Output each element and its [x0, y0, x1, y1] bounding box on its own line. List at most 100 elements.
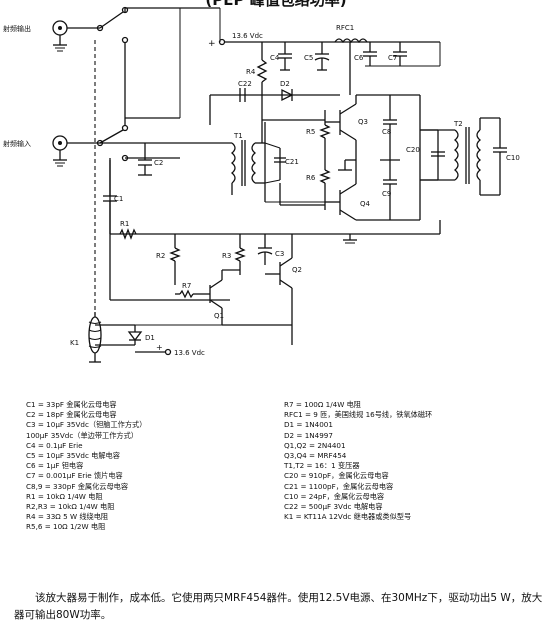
label-c4: C4: [270, 54, 280, 62]
plus-sign-bottom: +: [156, 343, 163, 352]
resistor-r7: [175, 289, 200, 299]
label-t2: T2: [453, 120, 463, 128]
part-entry: C8,9 = 330pF 金属化云母电容: [26, 481, 129, 491]
ground-symbol-main: [343, 234, 357, 244]
part-entry: C21 = 1100pF，金属化云母电容: [284, 481, 394, 491]
capacitor-c6: [363, 42, 377, 66]
label-c8: C8: [382, 128, 391, 136]
label-c9: C9: [382, 190, 391, 198]
transistor-q2: [265, 234, 293, 325]
part-entry: C20 = 910pF，金属化云母电容: [284, 471, 389, 481]
part-entry: R2,R3 = 10kΩ 1/4W 电阻: [26, 502, 115, 512]
part-entry: K1 = KT11A 12Vdc 继电器或类似型号: [284, 512, 412, 522]
description-caption: 该放大器易于制作，成本低。它使用两只MRF454器件。使用12.5V电源、在30…: [14, 592, 543, 621]
part-entry: C7 = 0.001μF Erie 馈片电容: [26, 471, 123, 481]
transformer-t2: [420, 118, 482, 195]
transistor-q1: [200, 270, 223, 325]
label-d1: D1: [145, 334, 155, 342]
part-entry: D1 = 1N4001: [284, 420, 333, 430]
label-q2: Q2: [292, 266, 302, 274]
capacitor-c4: [278, 42, 292, 71]
capacitor-c2: [138, 143, 152, 176]
label-r6: R6: [306, 174, 316, 182]
label-c1: C1: [114, 195, 123, 203]
label-c22: C22: [238, 80, 252, 88]
rf-output-label: 射频输出: [3, 24, 31, 33]
choke-rfc1: [334, 38, 368, 44]
capacitor-c21: [264, 142, 286, 184]
resistor-r5: [319, 110, 331, 160]
rf-output-connector: [52, 20, 100, 52]
part-entry: Q1,Q2 = 2N4401: [284, 440, 346, 450]
resistor-r4: [256, 42, 268, 95]
label-d2: D2: [280, 80, 290, 88]
resistor-r2: [169, 234, 181, 285]
supply-bottom: [135, 348, 172, 356]
part-entry: C4 = 0.1μF Erie: [26, 440, 83, 450]
capacitor-c7: [393, 42, 407, 66]
capacitor-c8: [383, 95, 397, 160]
resistor-r3: [234, 234, 246, 275]
label-r7: R7: [182, 282, 191, 290]
part-entry: C6 = 1μF 钽电容: [26, 461, 84, 471]
transistor-q3: [325, 94, 420, 160]
part-entry: R7 = 100Ω 1/4W 电阻: [284, 400, 361, 409]
part-entry: 100μF 35Vdc（单边带工作方式）: [26, 430, 138, 440]
part-entry: D2 = 1N4997: [284, 430, 333, 440]
part-entry: C2 = 18pF 金属化云母电容: [26, 410, 117, 420]
bias-network: [209, 88, 340, 125]
label-r1: R1: [120, 220, 129, 228]
label-c20: C20: [406, 146, 420, 154]
part-entry: T1,T2 = 16：1 变压器: [284, 461, 360, 471]
label-c2: C2: [154, 159, 163, 167]
part-entry: RFC1 = 9 匝，美国线规 16号线，铁氧体磁环: [284, 410, 433, 420]
label-c6: C6: [354, 54, 364, 62]
diode-d1: [127, 324, 222, 345]
label-r3: R3: [222, 252, 231, 260]
part-entry: R5,6 = 10Ω 1/2W 电阻: [26, 522, 106, 532]
relay-contacts-input: [96, 118, 230, 301]
capacitor-c9: [383, 160, 397, 220]
capacitor-c1: [103, 158, 117, 234]
capacitor-c5: [314, 42, 330, 71]
label-r2: R2: [156, 252, 165, 260]
plus-sign-top: +: [208, 39, 216, 49]
rf-input-label: 射频输入: [3, 139, 31, 148]
part-entry: C1 = 33pF 金属化云母电容: [26, 400, 117, 409]
label-q3: Q3: [358, 118, 368, 126]
part-entry: C3 = 10μF 35Vdc（钽脑工作方式）: [26, 420, 147, 430]
label-rfc1: RFC1: [336, 24, 354, 32]
emitter-ground: [338, 159, 356, 171]
label-c10: C10: [506, 154, 520, 162]
label-q1: Q1: [214, 312, 224, 320]
rf-input-connector: [52, 135, 100, 167]
part-entry: Q3,Q4 = MRF454: [284, 451, 347, 461]
schematic-title: (PEP 峰值包络功率): [205, 0, 346, 9]
capacitor-c3: [257, 234, 273, 265]
amplifier-schematic: (PEP 峰值包络功率) 射频输出 射频输入: [3, 0, 520, 363]
part-entry: C22 = 500μF 3Vdc 电解电容: [284, 502, 383, 512]
label-k1: K1: [70, 339, 79, 347]
label-q4: Q4: [360, 200, 371, 208]
label-c5: C5: [304, 54, 313, 62]
label-r5: R5: [306, 128, 315, 136]
transistor-q4: [325, 160, 420, 221]
capacitor-c20: [419, 95, 445, 220]
part-entry: R1 = 10kΩ 1/4W 电阻: [26, 491, 103, 501]
supply-bottom-label: 13.6 Vdc: [174, 349, 205, 357]
label-t1: T1: [233, 132, 243, 140]
label-c21: C21: [285, 158, 299, 166]
relay-contacts-output: [96, 6, 220, 119]
transformer-t1: [180, 140, 265, 195]
supply-top-label: 13.6 Vdc: [232, 32, 263, 40]
relay-coil-k1: [88, 312, 135, 363]
label-c7: C7: [388, 54, 397, 62]
label-r4: R4: [246, 68, 256, 76]
part-entry: C10 = 24pF，金属化云母电容: [284, 491, 385, 501]
part-entry: C5 = 10μF 35Vdc 电解电容: [26, 451, 120, 461]
resistor-r1: [119, 228, 137, 240]
capacitor-c10: [480, 117, 507, 196]
supply-top: [218, 38, 440, 46]
